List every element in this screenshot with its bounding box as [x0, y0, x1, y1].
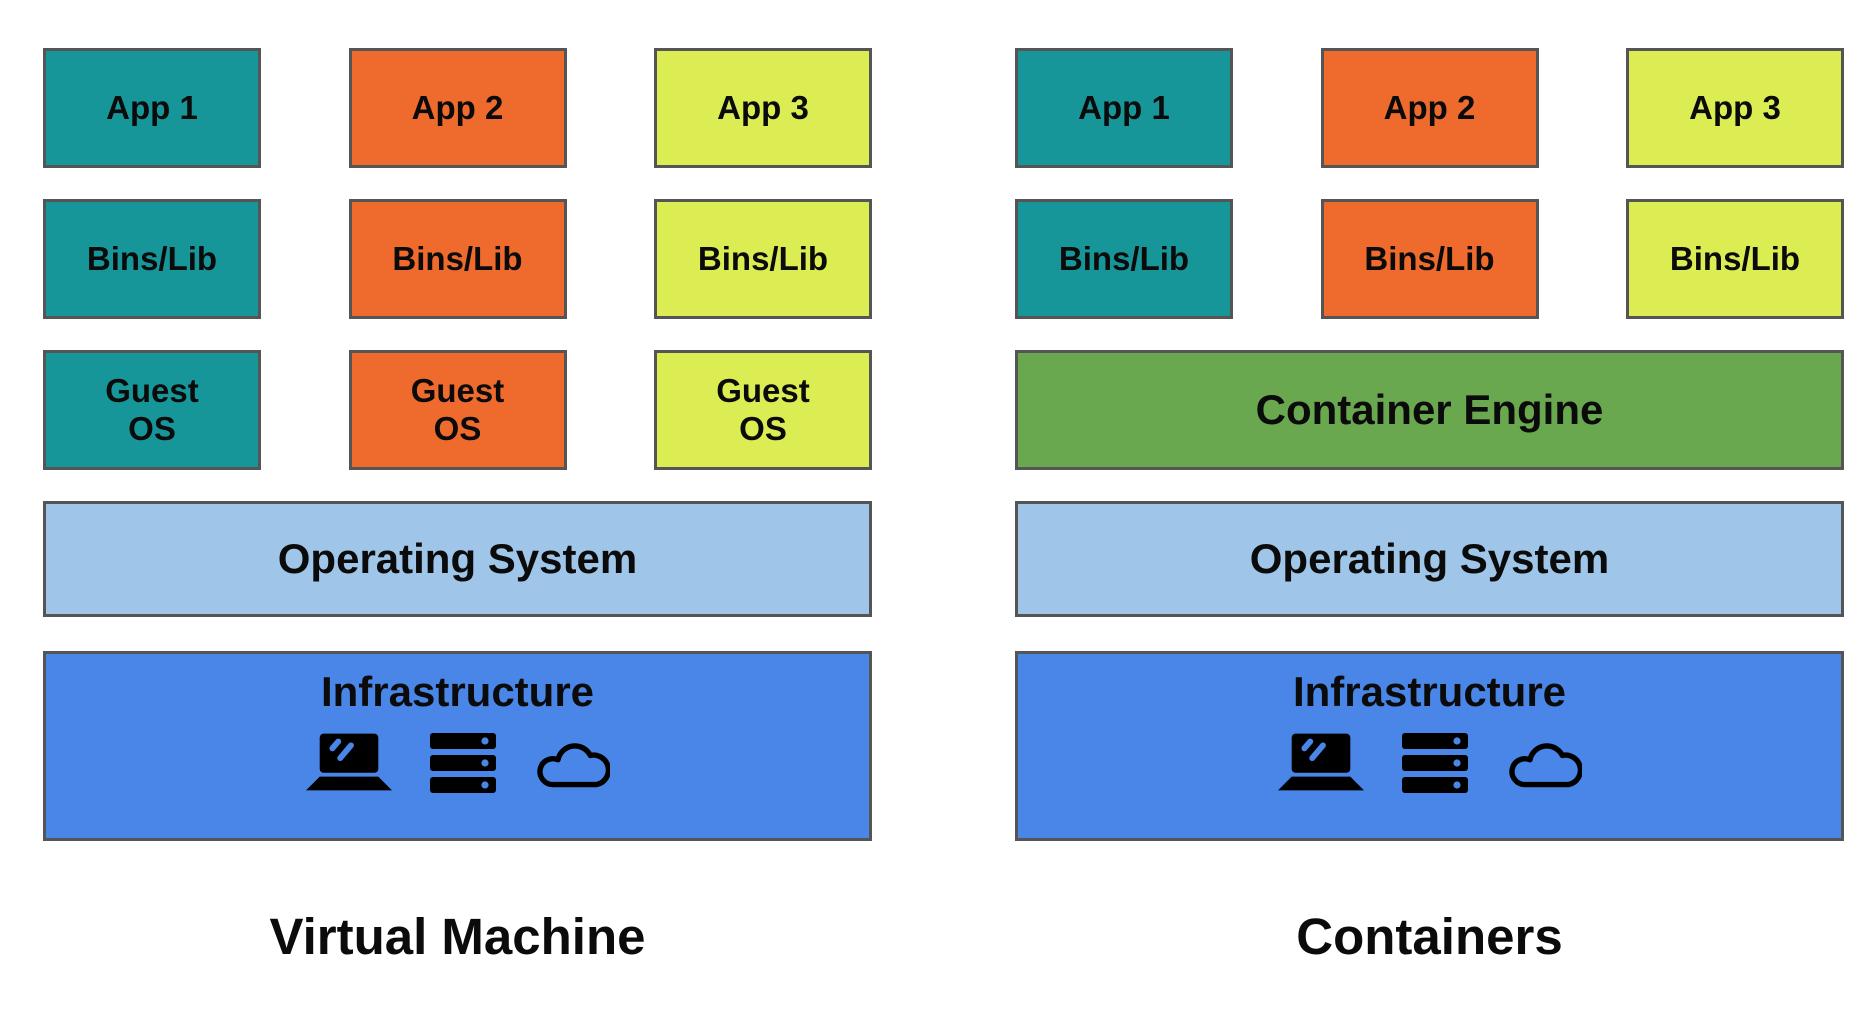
containers-app1-box: App 1	[1015, 48, 1233, 168]
containers-binslib-box-1: Bins/Lib	[1015, 199, 1233, 319]
virtual-machine-title: Virtual Machine	[269, 908, 646, 965]
containers-group: App 1 App 2 App 3 Bins/Lib Bins/Lib Bins…	[1015, 48, 1844, 966]
vm-app2-box: App 2	[348, 48, 567, 168]
server-stack-icon	[429, 733, 496, 793]
containers-infrastructure-icons	[1277, 732, 1582, 794]
containers-app-row: App 1 App 2 App 3	[1015, 48, 1844, 168]
vm-infrastructure-label: Infrastructure	[320, 668, 595, 715]
vm-binslib-box-2: Bins/Lib	[348, 199, 567, 319]
cloud-icon	[1506, 735, 1582, 791]
containers-operating-system-bar: Operating System	[1015, 501, 1844, 617]
laptop-icon	[305, 733, 392, 793]
containers-binslib-box-2: Bins/Lib	[1320, 199, 1539, 319]
vm-binslib-row: Bins/Lib Bins/Lib Bins/Lib	[43, 199, 872, 319]
vm-guest-os-box-1: Guest OS	[43, 350, 261, 470]
laptop-icon	[1277, 733, 1364, 793]
virtual-machine-group: App 1 App 2 App 3 Bins/Lib Bins/Lib Bins…	[43, 48, 872, 966]
containers-binslib-box-3: Bins/Lib	[1626, 199, 1844, 319]
diagram-columns: App 1 App 2 App 3 Bins/Lib Bins/Lib Bins…	[43, 48, 1844, 966]
vm-app3-box: App 3	[654, 48, 872, 168]
containers-app2-box: App 2	[1320, 48, 1539, 168]
server-stack-icon	[1401, 733, 1468, 793]
containers-app3-box: App 3	[1626, 48, 1844, 168]
containers-binslib-row: Bins/Lib Bins/Lib Bins/Lib	[1015, 199, 1844, 319]
vm-app-row: App 1 App 2 App 3	[43, 48, 872, 168]
containers-title: Containers	[1296, 908, 1563, 965]
vm-app1-box: App 1	[43, 48, 261, 168]
vm-guest-os-box-2: Guest OS	[348, 350, 567, 470]
vm-binslib-box-3: Bins/Lib	[654, 199, 872, 319]
containers-infrastructure-label: Infrastructure	[1292, 668, 1567, 715]
vm-infrastructure-bar: Infrastructure	[43, 651, 872, 841]
cloud-icon	[534, 735, 610, 791]
vm-operating-system-bar: Operating System	[43, 501, 872, 617]
vm-guest-os-row: Guest OS Guest OS Guest OS	[43, 350, 872, 470]
containers-infrastructure-bar: Infrastructure	[1015, 651, 1844, 841]
vm-guest-os-box-3: Guest OS	[654, 350, 872, 470]
vm-infrastructure-icons	[305, 732, 610, 794]
vm-binslib-box-1: Bins/Lib	[43, 199, 261, 319]
container-engine-bar: Container Engine	[1015, 350, 1844, 470]
